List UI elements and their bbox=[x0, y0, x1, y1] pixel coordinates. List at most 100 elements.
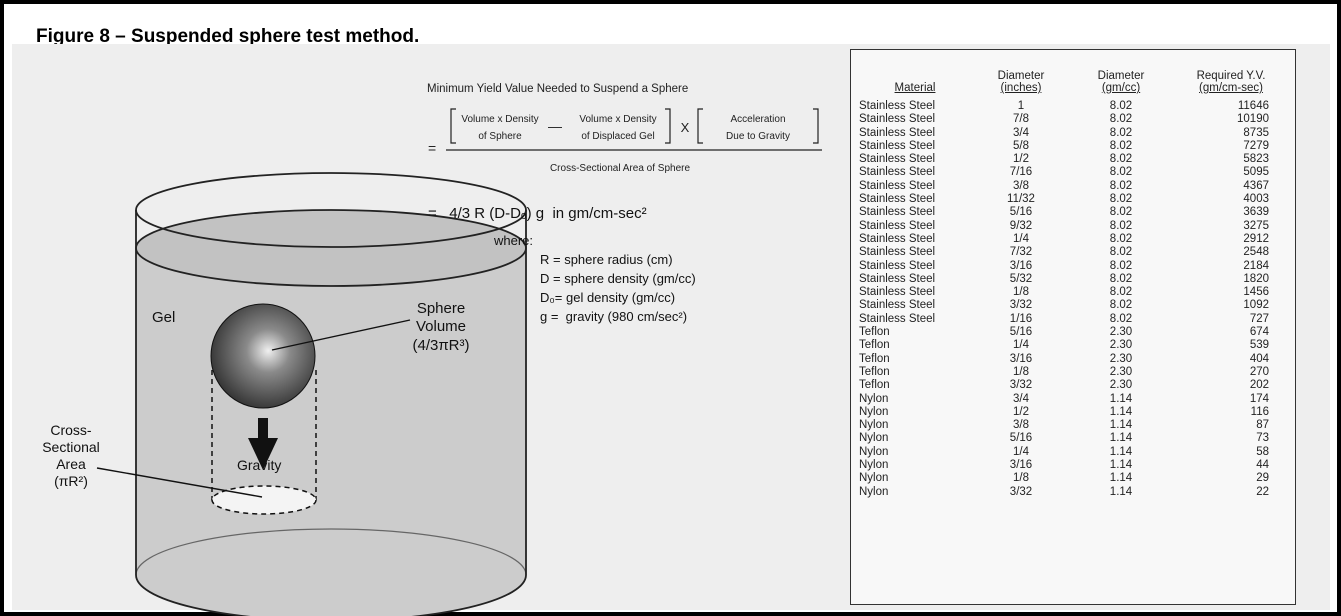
cell-density: 8.02 bbox=[1109, 272, 1133, 285]
term3-line2: Due to Gravity bbox=[726, 131, 790, 142]
cell-diameter-inches: 1 bbox=[1017, 100, 1025, 112]
cell-diameter-inches: 7/32 bbox=[1009, 246, 1033, 259]
equals-sign: = bbox=[428, 140, 436, 156]
cell-density: 8.02 bbox=[1109, 232, 1133, 245]
sphere-volume-label-2: Volume bbox=[416, 318, 466, 335]
gel-label: Gel bbox=[152, 309, 175, 326]
cell-density: 2.30 bbox=[1109, 339, 1133, 352]
cell-diameter-inches: 1/4 bbox=[1013, 232, 1029, 245]
cell-required-yv: 116 bbox=[1250, 405, 1269, 418]
definition-d: D = sphere density (gm/cc) bbox=[540, 271, 696, 286]
cell-density: 8.02 bbox=[1109, 179, 1133, 192]
cross-section-label-3: Area bbox=[56, 456, 86, 472]
cell-required-yv: 4367 bbox=[1243, 179, 1269, 192]
cell-density: 2.30 bbox=[1109, 365, 1133, 378]
cell-material: Stainless Steel bbox=[859, 193, 936, 206]
cell-density: 1.14 bbox=[1109, 419, 1133, 432]
cell-diameter-inches: 3/32 bbox=[1009, 299, 1033, 312]
term1-line1: Volume x Density bbox=[461, 114, 538, 125]
cell-material: Stainless Steel bbox=[859, 100, 936, 112]
cell-density: 8.02 bbox=[1109, 299, 1133, 312]
cell-material: Nylon bbox=[859, 405, 889, 418]
cell-density: 2.30 bbox=[1109, 326, 1133, 339]
term1-line2: of Sphere bbox=[478, 131, 522, 142]
cell-diameter-inches: 3/8 bbox=[1013, 179, 1029, 192]
gravity-label: Gravity bbox=[237, 457, 281, 473]
cell-required-yv: 174 bbox=[1249, 392, 1269, 405]
cell-diameter-inches: 3/32 bbox=[1009, 485, 1033, 498]
cell-diameter-inches: 5/8 bbox=[1013, 139, 1029, 152]
cell-diameter-inches: 3/4 bbox=[1013, 126, 1029, 139]
cell-material: Nylon bbox=[859, 392, 889, 405]
cell-required-yv: 3275 bbox=[1243, 219, 1269, 232]
cell-material: Stainless Steel bbox=[859, 286, 936, 299]
table-row: Stainless Steel 5/8 8.02 7279 bbox=[859, 140, 1291, 153]
cell-density: 8.02 bbox=[1109, 139, 1133, 152]
definition-g: g = gravity (980 cm/sec²) bbox=[540, 309, 687, 324]
cell-density: 1.14 bbox=[1109, 432, 1133, 445]
cell-required-yv: 1092 bbox=[1243, 299, 1269, 312]
cell-diameter-inches: 1/2 bbox=[1013, 153, 1029, 166]
gel-cylinder bbox=[135, 172, 527, 616]
cell-density: 8.02 bbox=[1109, 113, 1133, 126]
cell-required-yv: 539 bbox=[1249, 339, 1269, 352]
cell-density: 8.02 bbox=[1109, 219, 1133, 232]
cell-diameter-inches: 1/8 bbox=[1013, 365, 1029, 378]
cell-density: 8.02 bbox=[1109, 153, 1133, 166]
cell-density: 8.02 bbox=[1109, 206, 1133, 219]
cell-density: 8.02 bbox=[1109, 286, 1133, 299]
header-material: Material bbox=[894, 82, 936, 94]
cell-density: 1.14 bbox=[1109, 445, 1133, 458]
cell-required-yv: 270 bbox=[1249, 365, 1269, 378]
header-diameter-inches: Diameter(inches) bbox=[997, 70, 1045, 94]
cell-required-yv: 8735 bbox=[1243, 126, 1269, 139]
cell-density: 8.02 bbox=[1109, 100, 1133, 112]
cell-material: Nylon bbox=[859, 485, 889, 498]
cell-diameter-inches: 3/16 bbox=[1009, 459, 1033, 472]
cell-required-yv: 2548 bbox=[1243, 246, 1269, 259]
cross-section-label-4: (πR²) bbox=[54, 473, 88, 489]
cross-section-label-1: Cross- bbox=[50, 422, 92, 438]
cell-density: 1.14 bbox=[1109, 485, 1133, 498]
cell-density: 8.02 bbox=[1109, 166, 1133, 179]
cell-material: Nylon bbox=[859, 445, 889, 458]
cell-material: Nylon bbox=[859, 472, 889, 485]
cell-material: Nylon bbox=[859, 459, 889, 472]
cross-section-ellipse bbox=[211, 485, 317, 515]
sphere-leader-line bbox=[271, 319, 411, 351]
cell-diameter-inches: 3/8 bbox=[1013, 419, 1029, 432]
cell-density: 1.14 bbox=[1109, 459, 1133, 472]
cell-required-yv: 4003 bbox=[1243, 193, 1269, 206]
cell-density: 8.02 bbox=[1109, 193, 1133, 206]
cell-diameter-inches: 3/16 bbox=[1009, 259, 1033, 272]
cell-diameter-inches: 1/16 bbox=[1009, 312, 1033, 325]
cell-material: Stainless Steel bbox=[859, 139, 936, 152]
times-sign: X bbox=[681, 120, 690, 135]
cell-material: Stainless Steel bbox=[859, 113, 936, 126]
cell-density: 2.30 bbox=[1109, 352, 1133, 365]
cell-density: 8.02 bbox=[1109, 126, 1133, 139]
cell-required-yv: 202 bbox=[1249, 379, 1269, 392]
cell-diameter-inches: 11/32 bbox=[1007, 193, 1035, 206]
sphere bbox=[210, 303, 316, 409]
cell-required-yv: 44 bbox=[1256, 459, 1269, 472]
cylinder-top-rim bbox=[135, 172, 527, 248]
cell-required-yv: 29 bbox=[1256, 472, 1269, 485]
cell-material: Stainless Steel bbox=[859, 126, 936, 139]
yield-value-table: Material Diameter(inches) Diameter(gm/cc… bbox=[859, 56, 1291, 499]
cell-required-yv: 58 bbox=[1256, 445, 1269, 458]
cell-required-yv: 7279 bbox=[1243, 139, 1269, 152]
cell-material: Teflon bbox=[859, 352, 890, 365]
